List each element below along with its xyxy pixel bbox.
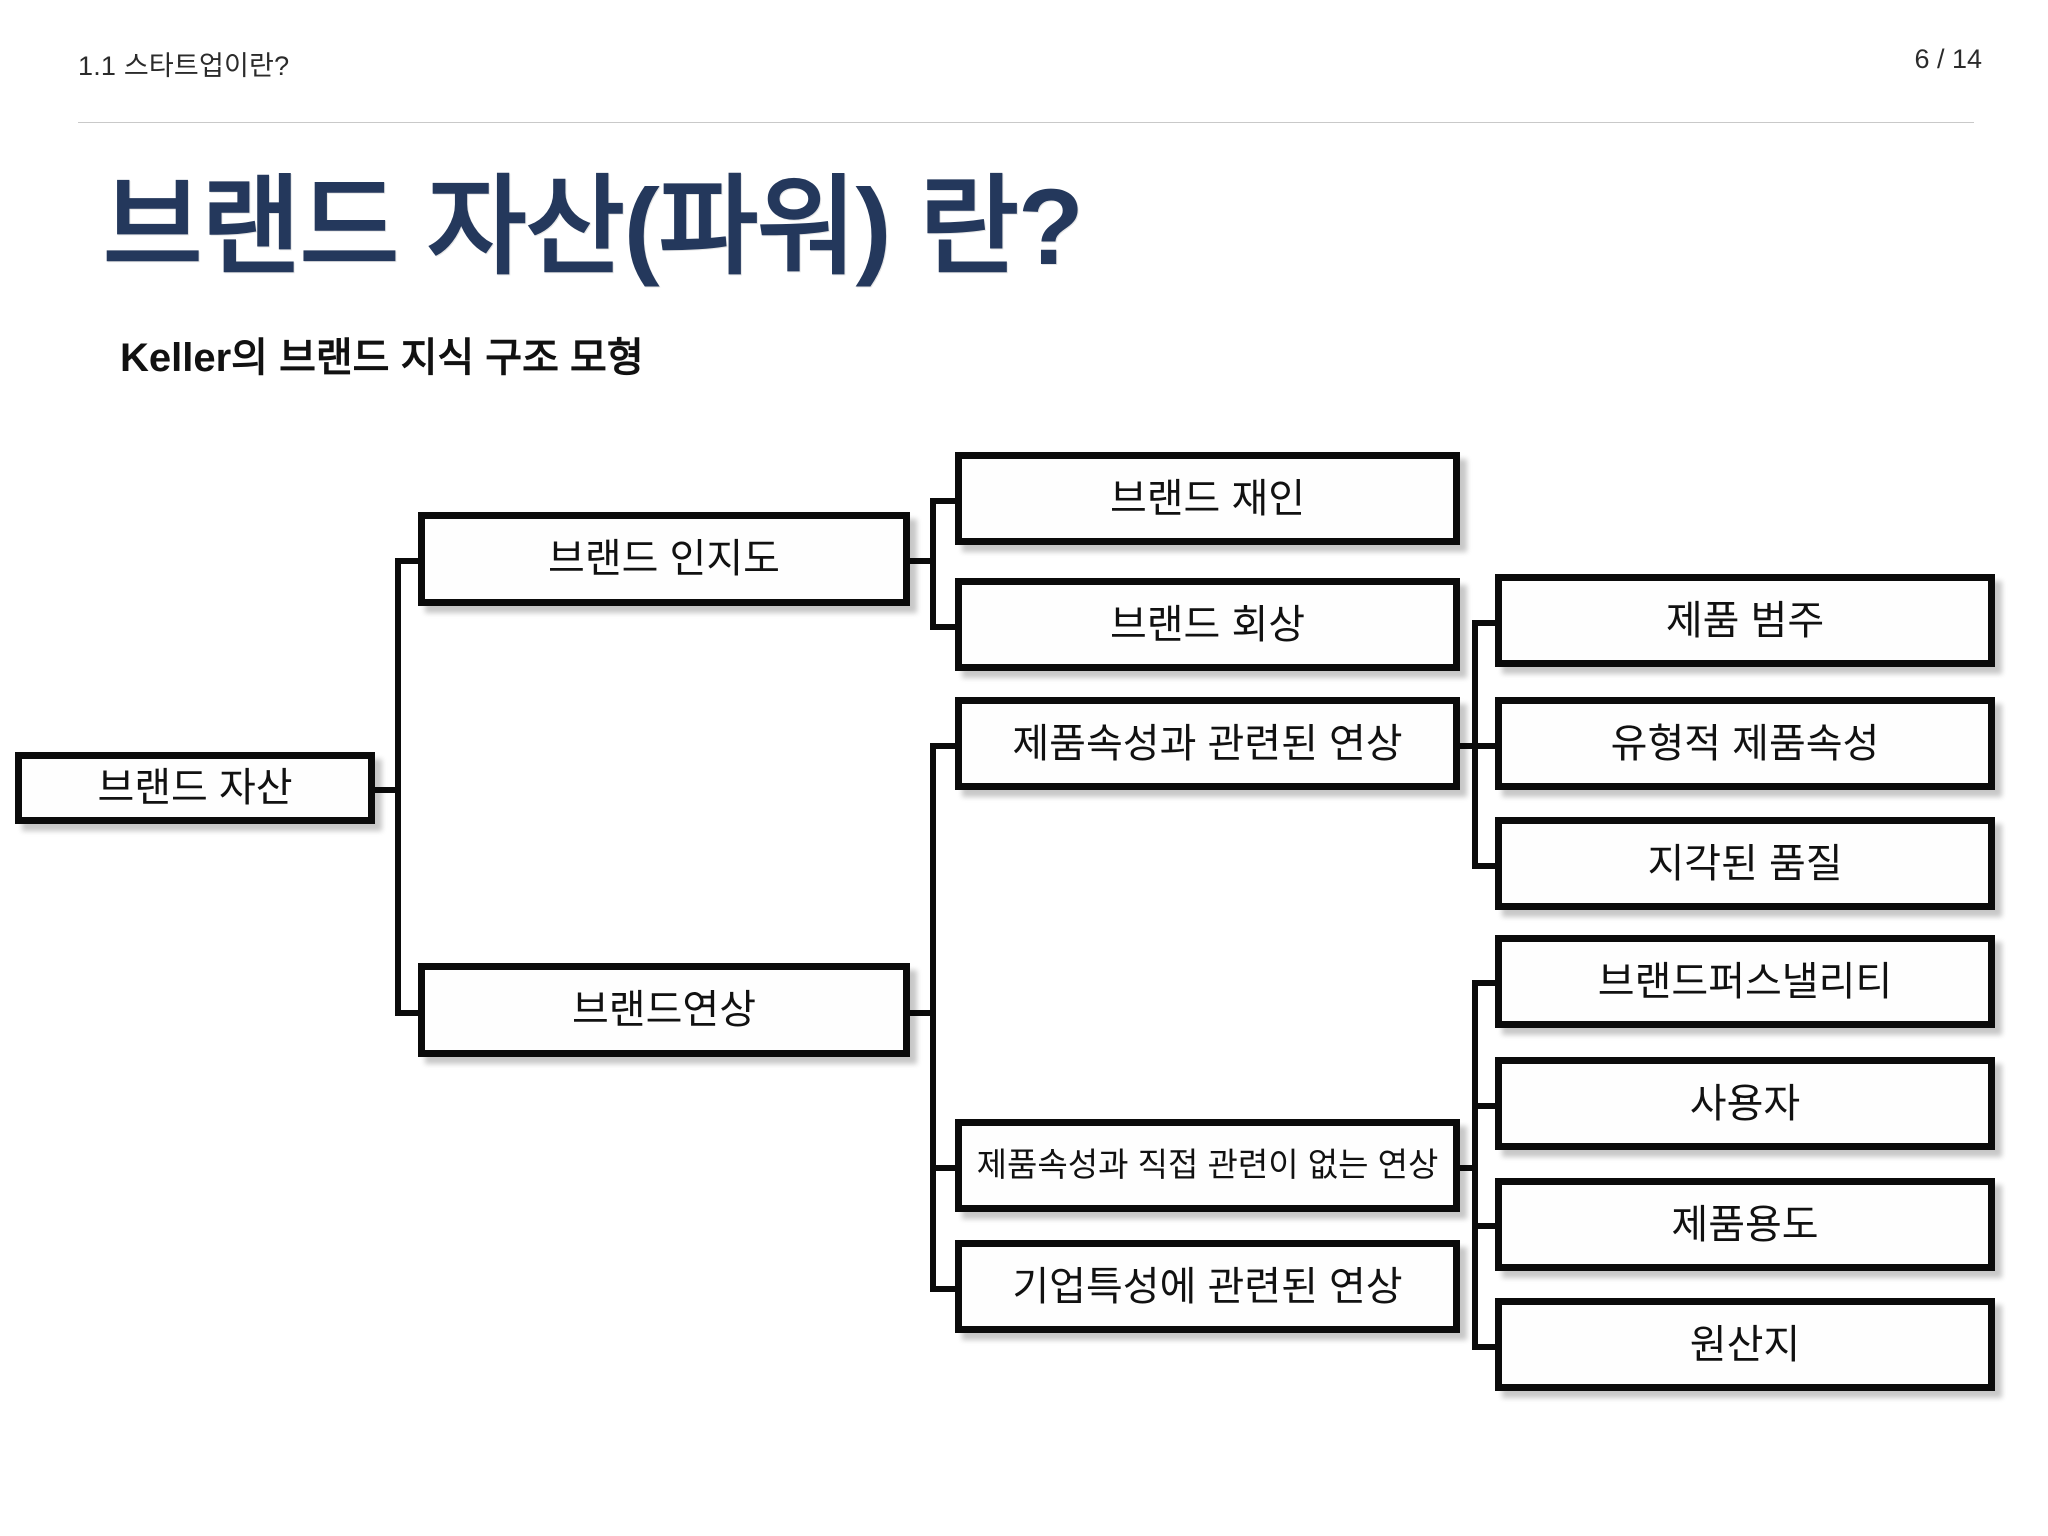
- page-title: 브랜드 자산(파워) 란?: [103, 166, 1084, 287]
- connector-to-user: [1472, 1103, 1498, 1109]
- node-product-category[interactable]: 제품 범주: [1495, 574, 1995, 667]
- connector-association-trunk: [930, 743, 936, 1291]
- connector-root-stub: [375, 787, 401, 793]
- connector-to-product-category: [1472, 620, 1498, 626]
- connector-non-attribute-stub: [1452, 1165, 1478, 1171]
- node-brand-recognition[interactable]: 브랜드 재인: [955, 452, 1460, 545]
- page-subtitle: Keller의 브랜드 지식 구조 모형: [120, 336, 644, 380]
- connector-to-brand-recognition: [930, 498, 958, 504]
- connector-awareness-trunk: [930, 500, 936, 630]
- node-user[interactable]: 사용자: [1495, 1057, 1995, 1150]
- page-indicator: 6 / 14: [1914, 44, 1982, 74]
- node-country-of-origin[interactable]: 원산지: [1495, 1298, 1995, 1391]
- connector-to-tangible-attribute: [1472, 743, 1498, 749]
- connector-to-brand-association: [395, 1010, 419, 1016]
- node-brand-equity[interactable]: 브랜드 자산: [15, 752, 375, 824]
- connector-to-perceived-quality: [1472, 863, 1498, 869]
- section-label: 1.1 스타트업이란?: [78, 51, 290, 81]
- node-attribute-related-association[interactable]: 제품속성과 관련된 연상: [955, 697, 1460, 790]
- connector-attribute-stub: [1452, 743, 1478, 749]
- connector-level2-trunk: [395, 561, 401, 1016]
- node-brand-awareness[interactable]: 브랜드 인지도: [418, 512, 910, 606]
- connector-to-product-usage: [1472, 1223, 1498, 1229]
- node-non-attribute-related-association[interactable]: 제품속성과 직접 관련이 없는 연상: [955, 1119, 1460, 1212]
- connector-to-brand-personality: [1472, 980, 1498, 986]
- connector-to-attribute-related: [930, 743, 958, 749]
- node-product-usage[interactable]: 제품용도: [1495, 1178, 1995, 1271]
- node-brand-association[interactable]: 브랜드연상: [418, 963, 910, 1057]
- connector-non-attribute-trunk: [1472, 980, 1478, 1348]
- connector-to-brand-recall: [930, 624, 958, 630]
- node-brand-recall[interactable]: 브랜드 회상: [955, 578, 1460, 671]
- connector-association-stub: [905, 1010, 935, 1016]
- node-brand-personality[interactable]: 브랜드퍼스낼리티: [1495, 935, 1995, 1028]
- header-divider: [78, 122, 1974, 123]
- connector-to-country-of-origin: [1472, 1344, 1498, 1350]
- node-corporate-related-association[interactable]: 기업특성에 관련된 연상: [955, 1240, 1460, 1333]
- connector-to-brand-awareness: [395, 558, 419, 564]
- connector-awareness-stub: [905, 558, 935, 564]
- node-tangible-product-attribute[interactable]: 유형적 제품속성: [1495, 697, 1995, 790]
- connector-to-corporate-related: [930, 1286, 958, 1292]
- connector-to-non-attribute-related: [930, 1165, 958, 1171]
- node-perceived-quality[interactable]: 지각된 품질: [1495, 817, 1995, 910]
